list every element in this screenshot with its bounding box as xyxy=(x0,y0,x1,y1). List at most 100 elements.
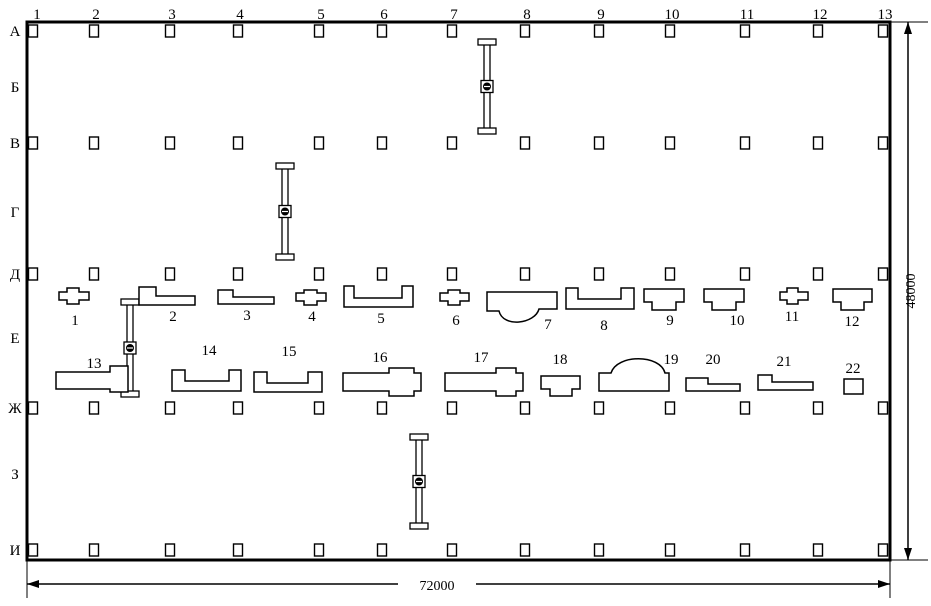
structural-column xyxy=(446,24,458,38)
workpiece-outline xyxy=(343,285,414,308)
structural-column xyxy=(376,543,388,557)
structural-column xyxy=(313,401,325,415)
structural-column xyxy=(376,24,388,38)
structural-column xyxy=(164,24,176,38)
overhead-cranes xyxy=(120,38,497,530)
workpiece-cross: 1 xyxy=(58,287,90,329)
column-label: 4 xyxy=(236,7,244,23)
structural-column xyxy=(232,24,244,38)
workpiece-outline xyxy=(439,289,470,306)
structural-column xyxy=(88,543,100,557)
workpiece-u-channel: 15 xyxy=(253,344,323,393)
structural-column xyxy=(519,401,531,415)
structural-column xyxy=(664,267,676,281)
structural-column xyxy=(232,136,244,150)
structural-column xyxy=(313,543,325,557)
workpiece-outline xyxy=(643,288,685,311)
structural-column xyxy=(313,24,325,38)
structural-column xyxy=(519,136,531,150)
structural-column xyxy=(164,401,176,415)
workpiece-outline xyxy=(486,291,558,323)
structural-column xyxy=(376,401,388,415)
column-label: 2 xyxy=(92,7,100,23)
column-label: 5 xyxy=(317,7,325,23)
row-label: А xyxy=(10,24,21,40)
workpiece-outline xyxy=(565,287,635,310)
workpiece-label: 8 xyxy=(600,318,608,334)
structural-column xyxy=(446,136,458,150)
workpiece-label: 22 xyxy=(846,361,861,377)
workpiece-cross: 4 xyxy=(295,289,327,325)
structural-column xyxy=(27,24,39,38)
row-label: И xyxy=(10,543,21,559)
workpiece-label: 5 xyxy=(377,311,385,327)
structural-column xyxy=(593,136,605,150)
structural-column xyxy=(664,136,676,150)
workpiece-outline xyxy=(685,377,741,392)
structural-column xyxy=(27,401,39,415)
crane-bridge-4 xyxy=(409,433,429,530)
workpiece-u-channel: 14 xyxy=(171,343,242,392)
workpiece-step-l: 2 xyxy=(138,286,196,325)
structural-column xyxy=(164,543,176,557)
structural-column xyxy=(313,136,325,150)
workpiece-label: 3 xyxy=(243,308,251,324)
column-label: 10 xyxy=(665,7,680,23)
row-label: В xyxy=(10,136,20,152)
structural-column xyxy=(313,267,325,281)
workpiece-cross: 11 xyxy=(779,287,809,325)
workpiece-label: 20 xyxy=(706,352,721,368)
workpiece-outline xyxy=(832,288,873,311)
workpiece-outline xyxy=(217,289,275,305)
workpiece-t-down: 10 xyxy=(703,288,745,329)
structural-column xyxy=(739,267,751,281)
structural-column xyxy=(446,401,458,415)
column-label: 3 xyxy=(168,7,176,23)
structural-column xyxy=(593,401,605,415)
structural-column xyxy=(446,267,458,281)
structural-column xyxy=(232,543,244,557)
structural-column xyxy=(519,543,531,557)
structural-column xyxy=(27,543,39,557)
workpiece-label: 19 xyxy=(664,352,679,368)
workpiece-outline xyxy=(598,358,670,392)
row-label: Ж xyxy=(8,401,22,417)
workpiece-step-l-low: 21 xyxy=(757,354,814,391)
workpiece-label: 16 xyxy=(373,350,389,366)
workpiece-t-down: 18 xyxy=(540,352,581,397)
workpiece-long-cross: 17 xyxy=(444,350,524,397)
structural-column xyxy=(664,24,676,38)
workpiece-label: 12 xyxy=(845,314,860,330)
workpiece-square: 22 xyxy=(843,361,864,395)
workpiece-u-channel: 5 xyxy=(343,285,414,327)
structural-column xyxy=(739,136,751,150)
workpiece-t-down: 12 xyxy=(832,288,873,330)
column-label: 7 xyxy=(450,7,458,23)
column-label: 1 xyxy=(33,7,41,23)
structural-column xyxy=(812,267,824,281)
structural-column xyxy=(877,24,889,38)
column-label: 13 xyxy=(878,7,893,23)
workpiece-u-channel-shallow: 8 xyxy=(565,287,635,334)
structural-columns xyxy=(27,24,889,557)
workpiece-label: 10 xyxy=(730,313,745,329)
workpiece-label: 9 xyxy=(666,313,674,329)
workshop-outline xyxy=(25,20,892,562)
structural-column xyxy=(164,267,176,281)
structural-column xyxy=(593,267,605,281)
column-label: 12 xyxy=(813,7,828,23)
workpiece-label: 2 xyxy=(169,309,177,325)
workpiece-outline xyxy=(444,367,524,397)
structural-column xyxy=(88,136,100,150)
workpiece-outline xyxy=(757,374,814,391)
structural-column xyxy=(88,24,100,38)
structural-column xyxy=(88,267,100,281)
workpiece-outline xyxy=(171,369,242,392)
workpiece-outline xyxy=(55,365,129,393)
structural-column xyxy=(664,401,676,415)
structural-column xyxy=(88,401,100,415)
workpiece-cross: 6 xyxy=(439,289,470,329)
structural-column xyxy=(519,24,531,38)
